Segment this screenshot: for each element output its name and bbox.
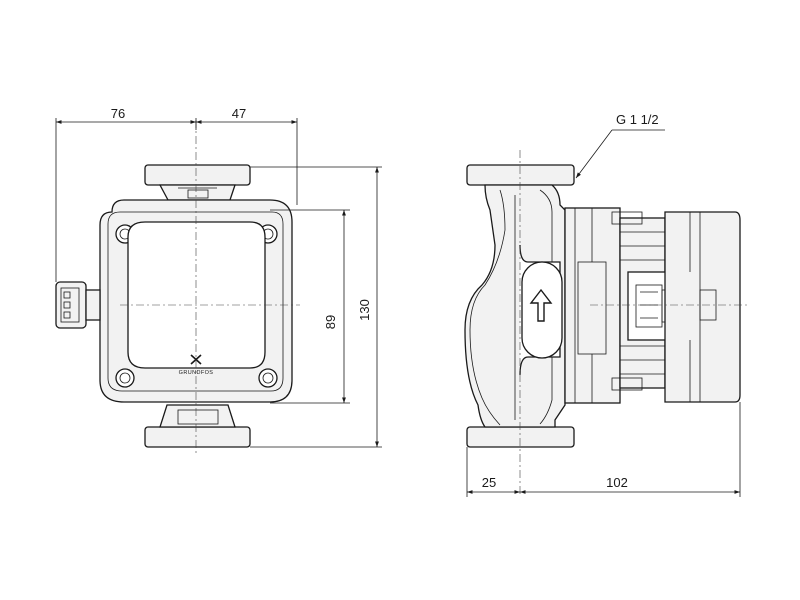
front-bottom-flange: [144, 426, 251, 448]
dim-front-height-inner: 89: [270, 209, 350, 404]
side-stator-housing: [564, 207, 621, 404]
front-bottom-neck: [159, 404, 236, 428]
side-view: G 1 1/2 25 102: [464, 112, 748, 497]
side-cooling-fins: [611, 211, 665, 391]
thread-callout: G 1 1/2: [575, 112, 665, 179]
connector-plug: [55, 281, 101, 329]
dim-label-89: 89: [323, 315, 338, 329]
dim-side-left-width: 25: [466, 447, 520, 497]
dim-label-102: 102: [606, 475, 628, 490]
dim-front-right-width: 47: [196, 106, 298, 205]
front-top-flange: [144, 164, 251, 186]
dim-front-height-total: 130: [250, 166, 382, 448]
up-arrow-icon: [529, 288, 553, 322]
dim-label-76: 76: [111, 106, 125, 121]
side-top-flange: [466, 164, 575, 186]
thread-label: G 1 1/2: [616, 112, 659, 127]
dim-label-47: 47: [232, 106, 246, 121]
dim-front-left-width: 76: [55, 106, 197, 282]
side-end-cap: [664, 211, 741, 403]
dim-label-130: 130: [357, 299, 372, 321]
side-bottom-flange: [466, 426, 575, 448]
dim-side-right-width: 102: [520, 402, 741, 497]
front-control-panel: [127, 221, 266, 369]
dim-label-25: 25: [482, 475, 496, 490]
front-view: GRUNDFOS 76 47: [55, 106, 382, 455]
grundfos-x-logo-icon: [190, 354, 202, 365]
